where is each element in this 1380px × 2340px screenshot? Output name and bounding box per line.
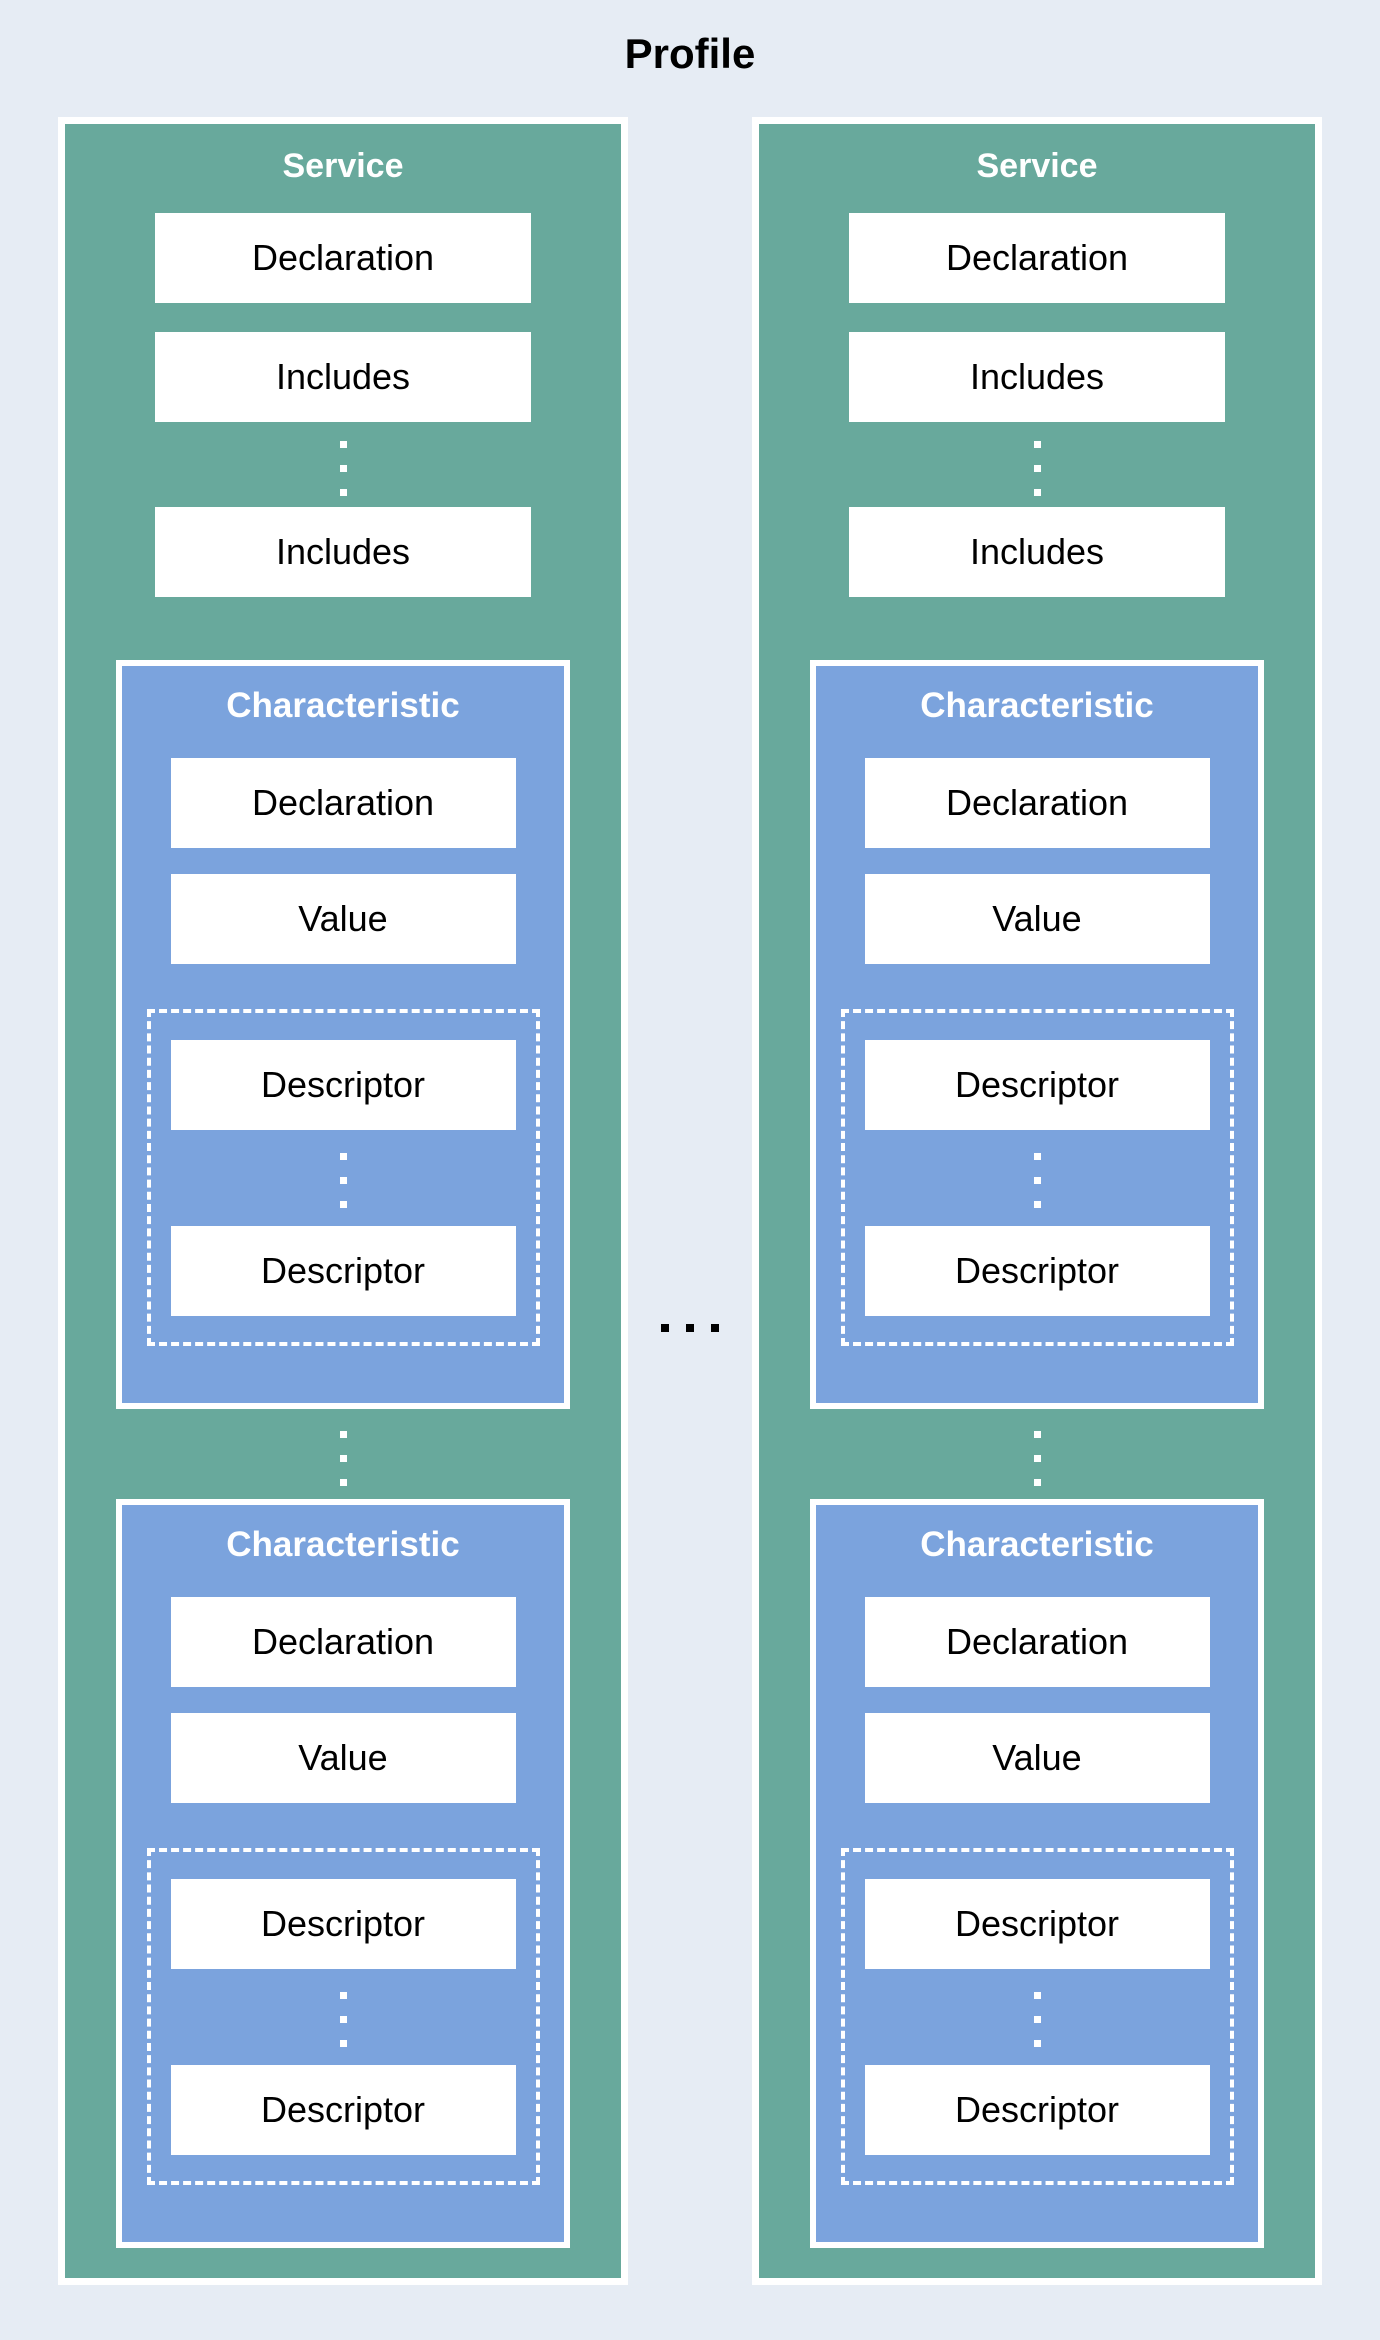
vertical-ellipsis-icon bbox=[339, 441, 347, 496]
service-declaration-box: Declaration bbox=[155, 213, 531, 303]
descriptor-box: Descriptor bbox=[170, 1226, 516, 1316]
characteristic-box: Characteristic Declaration Value Descrip… bbox=[116, 1499, 570, 2248]
descriptor-box: Descriptor bbox=[864, 1040, 1210, 1130]
vertical-ellipsis-icon bbox=[339, 1431, 347, 1486]
descriptor-box: Descriptor bbox=[170, 1040, 516, 1130]
service-includes-box: Includes bbox=[849, 507, 1225, 597]
service-includes-box: Includes bbox=[155, 507, 531, 597]
service-box-1: Service Declaration Includes Includes Ch… bbox=[58, 117, 628, 2285]
service-box-2: Service Declaration Includes Includes Ch… bbox=[752, 117, 1322, 2285]
descriptor-group: Descriptor Descriptor bbox=[146, 1848, 540, 2185]
service-title: Service bbox=[282, 147, 404, 185]
service-includes-box: Includes bbox=[849, 332, 1225, 422]
descriptor-box: Descriptor bbox=[170, 1879, 516, 1969]
characteristic-declaration-box: Declaration bbox=[864, 1597, 1210, 1687]
characteristic-title: Characteristic bbox=[226, 1525, 460, 1564]
characteristic-box: Characteristic Declaration Value Descrip… bbox=[810, 1499, 1264, 2248]
descriptor-box: Descriptor bbox=[864, 1226, 1210, 1316]
descriptor-box: Descriptor bbox=[864, 2065, 1210, 2155]
service-includes-box: Includes bbox=[155, 332, 531, 422]
characteristic-value-box: Value bbox=[170, 874, 516, 964]
characteristic-value-box: Value bbox=[864, 1713, 1210, 1803]
descriptor-group: Descriptor Descriptor bbox=[840, 1009, 1234, 1346]
characteristic-declaration-box: Declaration bbox=[864, 758, 1210, 848]
vertical-ellipsis-icon bbox=[1033, 1992, 1041, 2047]
vertical-ellipsis-icon bbox=[1033, 441, 1041, 496]
characteristic-value-box: Value bbox=[170, 1713, 516, 1803]
descriptor-box: Descriptor bbox=[864, 1879, 1210, 1969]
characteristic-title: Characteristic bbox=[920, 1525, 1154, 1564]
characteristic-value-box: Value bbox=[864, 874, 1210, 964]
vertical-ellipsis-icon bbox=[1033, 1153, 1041, 1208]
service-title: Service bbox=[976, 147, 1098, 185]
characteristic-declaration-box: Declaration bbox=[170, 1597, 516, 1687]
characteristic-box: Characteristic Declaration Value Descrip… bbox=[810, 660, 1264, 1409]
profile-title: Profile bbox=[624, 30, 756, 77]
descriptor-group: Descriptor Descriptor bbox=[146, 1009, 540, 1346]
characteristic-title: Characteristic bbox=[920, 686, 1154, 725]
horizontal-ellipsis-icon bbox=[661, 1324, 719, 1332]
service-declaration-box: Declaration bbox=[849, 213, 1225, 303]
characteristic-title: Characteristic bbox=[226, 686, 460, 725]
descriptor-box: Descriptor bbox=[170, 2065, 516, 2155]
vertical-ellipsis-icon bbox=[339, 1992, 347, 2047]
vertical-ellipsis-icon bbox=[339, 1153, 347, 1208]
characteristic-declaration-box: Declaration bbox=[170, 758, 516, 848]
characteristic-box: Characteristic Declaration Value Descrip… bbox=[116, 660, 570, 1409]
descriptor-group: Descriptor Descriptor bbox=[840, 1848, 1234, 2185]
vertical-ellipsis-icon bbox=[1033, 1431, 1041, 1486]
services-row: Service Declaration Includes Includes Ch… bbox=[58, 117, 1322, 2285]
